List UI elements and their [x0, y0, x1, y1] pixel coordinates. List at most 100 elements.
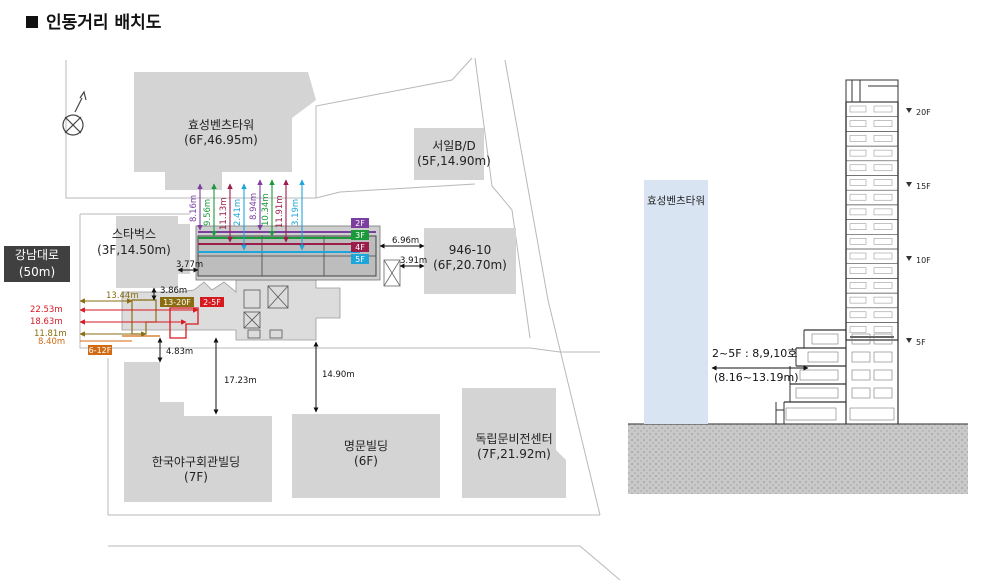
hyosung-name: 효성벤츠타워 [188, 118, 254, 132]
level-20f: 20F [916, 108, 931, 117]
dim-east-lower-label: 3.91m [400, 256, 427, 266]
tower-unit [849, 311, 867, 319]
level-5f: 5F [916, 338, 926, 347]
dim-north-gap-label: 3.86m [160, 286, 187, 296]
dokrip-name: 독립문비전센터 [475, 432, 552, 446]
tower-unit [873, 208, 893, 216]
floor-tag-2f: 2F [355, 219, 365, 228]
title-square-icon [26, 16, 38, 28]
tag-2-5f: 2-5F [203, 298, 221, 307]
tag-13-20f: 13-20F [163, 298, 191, 307]
dim-west-8-40-label: 8.40m [38, 337, 65, 347]
floor-tag-3f-box [351, 230, 369, 240]
floor-tag-5f-box [351, 254, 369, 264]
north-separation-labels: 8.16m 9.56m 11.13m 2.41m 8.94m 10.34m 11… [189, 193, 301, 230]
tower-unit [849, 223, 867, 230]
tower-unit [873, 223, 893, 230]
dim-west-18-63-label: 18.63m [30, 317, 63, 327]
section-note-line2: (8.16~13.19m) [714, 371, 799, 384]
level-10f-icon [906, 256, 912, 261]
tower-unit [873, 179, 893, 186]
kbo-info: (7F) [184, 470, 208, 484]
seoil-footprint [414, 128, 484, 180]
tower-unit [849, 326, 867, 333]
floor-tag-4f-box [351, 242, 369, 252]
dim-south-17-23-label: 17.23m [224, 376, 257, 386]
b946-name: 946-10 [449, 243, 492, 257]
b946-footprint [424, 228, 516, 294]
tower-unit [849, 179, 867, 186]
kbo-name: 한국야구회관빌딩 [152, 455, 240, 469]
dokrip-info: (7F,21.92m) [477, 447, 551, 461]
tower-unit [873, 105, 893, 113]
starbucks-info: (3F,14.50m) [97, 243, 171, 257]
tower-unit [873, 149, 893, 157]
dist-label: 9.56m [203, 199, 213, 226]
tower-unit [849, 149, 867, 157]
dokrip-footprint [462, 388, 566, 498]
tower-unit [849, 267, 867, 274]
level-15f-icon [906, 182, 912, 187]
road-badge: 강남대로 (50m) [4, 246, 70, 282]
north-arrow-icon [62, 90, 87, 136]
dist-label: 3.19m [291, 199, 301, 226]
floor-tag-5f: 5F [355, 255, 365, 264]
tower-unit [873, 282, 893, 289]
neighbor-name: 효성벤츠타워 [647, 194, 705, 207]
dist-label: 8.16m [189, 195, 199, 222]
tower-unit [849, 120, 867, 127]
floor-tag-2f-box [351, 218, 369, 228]
myeongmun-footprint [292, 414, 440, 498]
level-5f-icon [906, 338, 912, 343]
section-view: 효성벤츠타워 2 [628, 79, 968, 494]
tower-unit [873, 120, 893, 127]
seoil-info: (5F,14.90m) [417, 154, 491, 168]
tower-unit [873, 193, 893, 201]
tower-unit [873, 135, 893, 142]
hyosung-info: (6F,46.95m) [184, 133, 258, 147]
tower-unit [849, 105, 867, 113]
tag-6-12f-box [88, 345, 112, 355]
ground [628, 424, 968, 494]
tower-unit [873, 296, 893, 304]
tower-unit [873, 326, 893, 333]
starbucks-footprint [116, 216, 190, 288]
dim-west-11-81-label: 11.81m [34, 329, 67, 339]
level-20f-icon [906, 108, 912, 113]
tower-unit [849, 296, 867, 304]
page-title-text: 인동거리 배치도 [46, 13, 162, 33]
tower-unit [873, 238, 893, 245]
tower-unit [873, 164, 893, 172]
hyosung-tower-footprint [134, 72, 316, 190]
north-separation-dims [197, 179, 305, 251]
tower-unit [849, 282, 867, 289]
dim-starbucks-label: 3.77m [176, 260, 203, 270]
tower-unit [849, 164, 867, 172]
tag-6-12f: 6-12F [89, 346, 112, 355]
neighbor-tower-section [644, 180, 708, 424]
dim-west-13-44-label: 13.44m [106, 291, 139, 301]
tower-unit [849, 238, 867, 245]
road-width: (50m) [18, 265, 56, 279]
level-10f: 10F [916, 256, 931, 265]
dim-south-4-83-label: 4.83m [166, 347, 193, 357]
dim-south-14-90-label: 14.90m [322, 370, 355, 380]
b946-info: (6F,20.70m) [433, 258, 507, 272]
tower-unit [873, 267, 893, 274]
kbo-footprint [124, 362, 272, 502]
tower-unit [849, 135, 867, 142]
tower-floor-lines [846, 101, 898, 333]
dist-label: 8.94m [249, 193, 259, 220]
tower-section [775, 79, 899, 424]
level-15f: 15F [916, 182, 931, 191]
dist-label: 11.13m [219, 197, 229, 230]
tag-2-5f-box [200, 297, 224, 307]
level-markers: 20F 15F 10F 5F [906, 108, 931, 347]
tag-13-20f-box [160, 297, 194, 307]
floor-tag-4f: 4F [355, 243, 365, 252]
tower-unit [873, 311, 893, 319]
floor-tag-3f: 3F [355, 231, 365, 240]
myeongmun-name: 명문빌딩 [344, 439, 388, 453]
seoil-name: 서일B/D [432, 139, 476, 153]
